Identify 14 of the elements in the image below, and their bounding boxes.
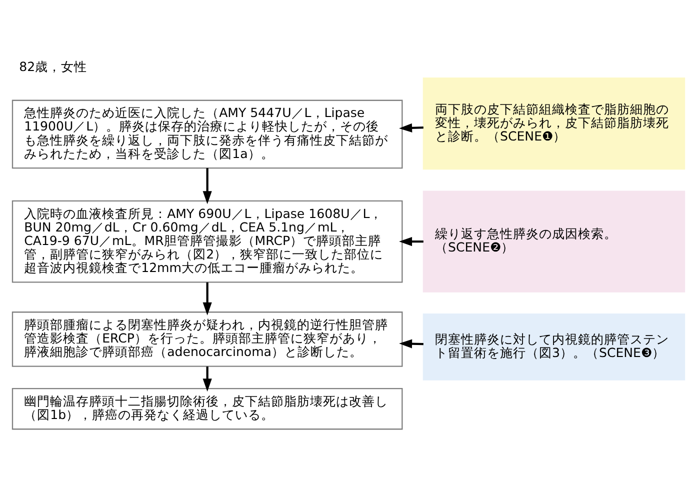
node-box: 膵頭部腫瘤による閉塞性膵炎が疑われ，内視鏡的逆行性胆管膵管造影検査（ERCP）を行った。膵頭部主膵管に狭窄があり，膵液細胞診で膵頭部癌（adenocarcinoma）と診断した。 <box>12 311 403 366</box>
node-box: 急性膵炎のため近医に入院した（AMY 5447U／L，Lipase 11900U／L）。膵炎は保存的治療により軽快したが，その後も急性膵炎を繰り返し，両下肢に発赤を伴う有痛性皮下結節がみられたため，当科を受診した（図1a）。 <box>12 99 403 168</box>
node-box: 繰り返す急性膵炎の成因検索。（SCENE❷） <box>422 190 686 292</box>
arrow <box>399 236 424 246</box>
diagram-title: 82歳，女性 <box>19 58 88 74</box>
node-box: 幽門輪温存膵頭十二指腸切除術後，皮下結節脂肪壊死は改善し（図1b），膵癌の再発なく経過している。 <box>12 387 403 430</box>
node-box: 入院時の血液検査所見：AMY 690U／L，Lipase 1608U／L，BUN 20mg／dL，Cr 0.60mg／dL，CEA 5.1ng／mL，CA19-9 67U／mL。MR胆管膵管撮影（MRCP）で膵頭部主膵管，副膵管に狭窄がみられ（図2），狭窄部に一致した部位に超音波内視鏡検査で12mm大の低エコー腫瘤がみられた。 <box>12 200 403 282</box>
arrow <box>202 366 212 392</box>
node-box: 閉塞性膵炎に対して内視鏡的膵管ステント留置術を施行（図3）。（SCENE❸） <box>422 313 686 380</box>
arrow <box>399 338 424 348</box>
arrow <box>202 168 212 204</box>
node-box: 両下肢の皮下結節組織検査で脂肪細胞の変性，壊死がみられ，皮下結節脂肪壊死と診断。（SCENE❶） <box>422 77 686 170</box>
arrow <box>202 282 212 315</box>
arrow <box>399 122 424 132</box>
